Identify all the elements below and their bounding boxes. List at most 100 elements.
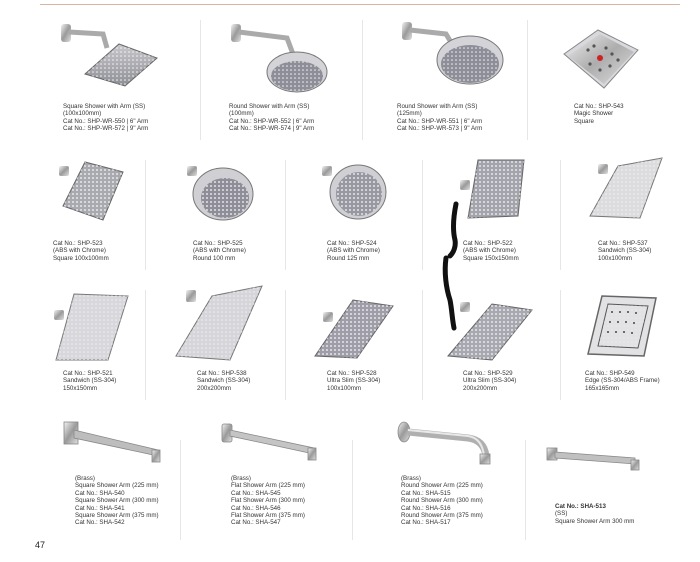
caption-line: Cat No.: SHA-541 (75, 504, 125, 512)
top-rule (40, 4, 680, 5)
divider (200, 20, 201, 140)
caption-line: Flat Shower Arm (300 mm) (231, 497, 305, 505)
caption-line: Cat No.: SHP-525 (193, 240, 243, 247)
caption-line: Cat No.: SHP-WR-550 | 6" Arm (63, 117, 149, 125)
divider (285, 160, 286, 270)
caption-line: Cat No.: SHP-543 (574, 103, 624, 110)
ultra-slim-shower-head-icon (314, 299, 394, 359)
ss-square-shower-arm-icon (546, 447, 640, 471)
caption-line: Cat No.: SHP-529 (463, 370, 513, 377)
caption-line: Cat No.: SHP-WR-574 | 9" Arm (229, 125, 315, 133)
caption-line: 100x100mm (327, 384, 362, 392)
caption-line: Cat No.: SHP-WR-552 | 6" Arm (229, 117, 315, 125)
caption-line: Cat No.: SHA-545 (231, 489, 281, 497)
caption-line: Ultra Slim (SS-304) (463, 377, 517, 385)
caption-line: (Brass) (401, 475, 421, 482)
caption-line: Cat No.: SHA-540 (75, 489, 125, 497)
round-shower-head-with-arm-icon (231, 24, 328, 93)
divider (525, 440, 526, 540)
caption-line: Square Shower Arm (225 mm) (75, 482, 159, 490)
caption-line: Cat No.: SHP-528 (327, 370, 377, 377)
caption-line: Round Shower Arm (300 mm) (401, 497, 483, 505)
caption-line: Flat Shower Arm (225 mm) (231, 482, 305, 490)
caption-line: Square Shower Arm (300 mm) (75, 497, 159, 505)
flat-shower-arm-icon (221, 423, 317, 461)
caption-line: Ultra Slim (SS-304) (327, 377, 381, 385)
caption-line: Square 100x100mm (53, 254, 109, 262)
caption-line: Sandwich (SS-304) (598, 247, 652, 255)
caption-line: Cat No.: SHA-515 (401, 489, 451, 497)
caption-line: (100x100mm) (63, 110, 102, 118)
caption-line: Flat Shower Arm (375 mm) (231, 512, 305, 520)
caption-line: Square Shower Arm 300 mm (555, 517, 635, 525)
caption-line: Cat No.: SHA-516 (401, 504, 451, 512)
divider (527, 20, 528, 140)
sandwich-shower-head-icon (54, 293, 129, 361)
caption-line: Cat No.: SHP-522 (463, 240, 513, 247)
caption-line: Round Shower with Arm (SS) (397, 103, 478, 110)
caption-line: Round 125 mm (327, 254, 370, 262)
round-shower-arm-icon (397, 421, 491, 465)
caption-line: (ABS with Chrome) (327, 247, 380, 255)
round-shower-head-icon (322, 164, 387, 220)
caption-line: Square 150x150mm (463, 254, 519, 262)
caption-line: Square Shower Arm (375 mm) (75, 512, 159, 520)
caption-line: (Brass) (231, 475, 251, 482)
caption-line: Cat No.: SHA-517 (401, 519, 451, 527)
caption-line: 200x200mm (463, 384, 498, 392)
caption-line: (ABS with Chrome) (463, 247, 516, 255)
caption-line: 150x150mm (63, 384, 98, 392)
magic-square-shower-icon (563, 29, 639, 89)
divider (145, 290, 146, 400)
caption-line: Cat No.: SHP-549 (585, 370, 635, 377)
caption-line: 100x100mm (598, 254, 633, 262)
divider (285, 290, 286, 400)
page-number: 47 (35, 540, 46, 550)
caption-line: Round 100 mm (193, 254, 236, 262)
square-shower-head-icon (460, 159, 525, 219)
caption-line: Cat No.: SHP-WR-551 | 6" Arm (397, 117, 483, 125)
square-shower-head-icon (59, 161, 124, 221)
caption-line: Cat No.: SHP-521 (63, 370, 113, 377)
ultra-slim-shower-head-icon (446, 302, 533, 361)
caption-line: (ABS with Chrome) (53, 247, 106, 255)
divider (352, 440, 353, 540)
caption-line: (Brass) (75, 475, 95, 482)
caption-line: Round Shower Arm (375 mm) (401, 512, 483, 520)
caption-line: Cat No.: SHP-524 (327, 240, 377, 247)
caption-line: Cat No.: SHP-WR-572 | 9" Arm (63, 125, 149, 133)
round-shower-head-with-arm-icon (402, 22, 504, 85)
caption-line: Round Shower Arm (225 mm) (401, 482, 483, 490)
caption-line: Cat No.: SHA-513 (555, 503, 606, 510)
caption-line: Cat No.: SHP-523 (53, 240, 103, 247)
caption-line: Sandwich (SS-304) (63, 377, 117, 385)
square-shower-head-with-arm-icon (61, 24, 158, 87)
caption-line: Cat No.: SHA-547 (231, 519, 281, 527)
divider (422, 160, 423, 270)
divider (560, 290, 561, 400)
sandwich-shower-head-icon (589, 157, 663, 219)
caption-line: Cat No.: SHP-538 (197, 370, 247, 377)
caption-line: Square (574, 117, 594, 125)
divider (180, 440, 181, 540)
caption-line: (125mm) (397, 110, 422, 118)
square-shower-arm-icon (63, 421, 161, 463)
caption-line: 200x200mm (197, 384, 232, 392)
caption-line: Cat No.: SHA-542 (75, 519, 125, 527)
caption-line: (100mm) (229, 110, 254, 118)
edge-shower-head-icon (587, 295, 657, 357)
caption-line: Cat No.: SHP-WR-573 | 9" Arm (397, 125, 483, 133)
caption-line: Cat No.: SHP-537 (598, 240, 648, 247)
caption-line: Sandwich (SS-304) (197, 377, 251, 385)
caption-line: 165x165mm (585, 384, 620, 392)
caption-line: Round Shower with Arm (SS) (229, 103, 310, 110)
caption-line: Square Shower with Arm (SS) (63, 103, 146, 110)
divider (422, 290, 423, 400)
caption-line: (SS) (555, 510, 568, 518)
caption-line: Magic Shower (574, 110, 614, 118)
divider (145, 160, 146, 270)
round-shower-head-icon (187, 166, 254, 221)
sandwich-shower-head-icon (175, 285, 263, 361)
divider (560, 160, 561, 270)
